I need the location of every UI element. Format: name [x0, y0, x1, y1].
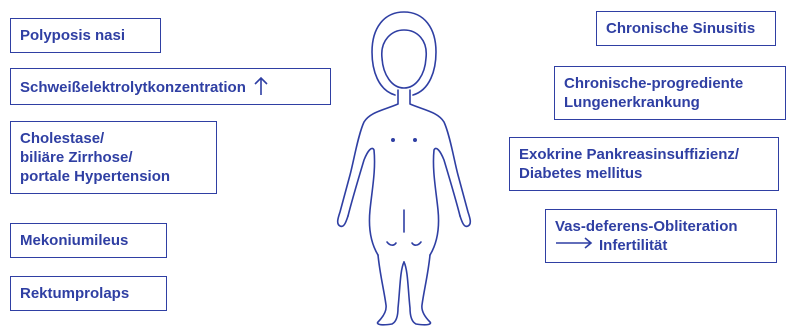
box-text: Polyposis nasi — [20, 26, 151, 45]
box-lungenerkrankung: Chronische-progrediente Lungenerkrankung — [554, 66, 786, 120]
box-text: Lungenerkrankung — [564, 93, 776, 112]
box-chronische-sinusitis: Chronische Sinusitis — [596, 11, 776, 46]
box-text: Exokrine Pankreasinsuffizienz/ — [519, 145, 769, 164]
box-text: Diabetes mellitus — [519, 164, 769, 183]
box-text: Vas-deferens-Obliteration — [555, 217, 767, 236]
box-vas-deferens: Vas-deferens-Obliteration Infertilität — [545, 209, 777, 263]
right-arrow-icon — [555, 237, 593, 249]
box-text: Infertilität — [599, 237, 667, 254]
box-sweat-electrolyte: Schweißelektrolytkonzentration — [10, 68, 331, 105]
box-text: Chronische-progrediente — [564, 74, 776, 93]
box-text: Schweißelektrolytkonzentration — [20, 79, 246, 96]
box-text: Mekoniumileus — [20, 231, 157, 250]
box-text: Cholestase/ — [20, 129, 207, 148]
box-cholestase: Cholestase/ biliäre Zirrhose/ portale Hy… — [10, 121, 217, 194]
box-pankreasinsuffizienz: Exokrine Pankreasinsuffizienz/ Diabetes … — [509, 137, 779, 191]
up-arrow-icon — [252, 76, 270, 96]
box-text: biliäre Zirrhose/ — [20, 148, 207, 167]
box-line-2: Infertilität — [555, 236, 767, 255]
box-mekoniumileus: Mekoniumileus — [10, 223, 167, 258]
box-text: portale Hypertension — [20, 167, 207, 186]
box-text: Chronische Sinusitis — [606, 19, 766, 38]
box-rektumprolaps: Rektumprolaps — [10, 276, 167, 311]
box-polyposis-nasi: Polyposis nasi — [10, 18, 161, 53]
box-text: Rektumprolaps — [20, 284, 157, 303]
